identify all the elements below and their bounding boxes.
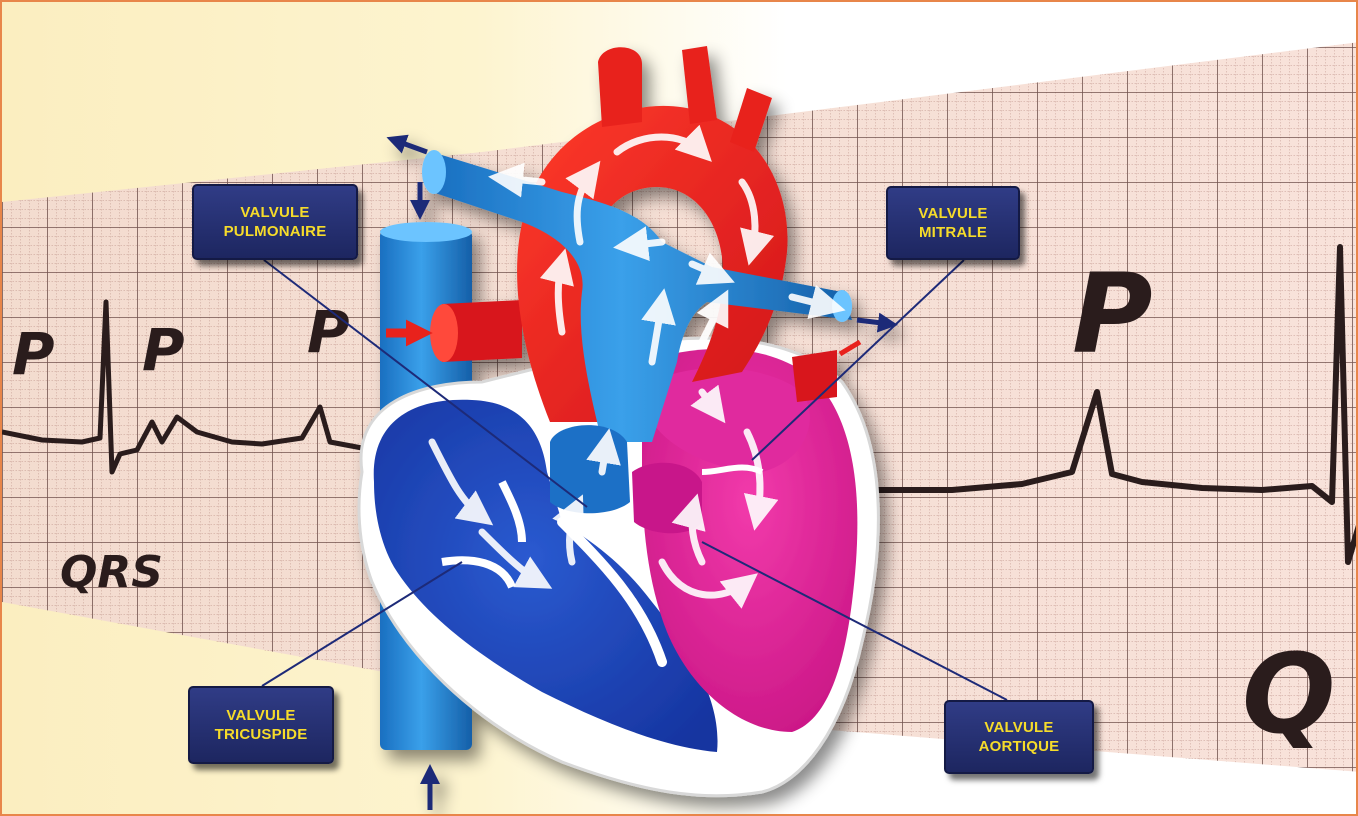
label-pulmonaire-line1: VALVULE — [240, 203, 309, 222]
ecg-p-right: P — [1072, 250, 1153, 378]
ecg-p-1: P — [12, 320, 55, 388]
label-valvule-pulmonaire: VALVULE PULMONAIRE — [192, 184, 358, 260]
ecg-p-2: P — [142, 316, 185, 384]
ecg-q-right: Q — [1242, 630, 1336, 758]
label-tricuspide-line1: VALVULE — [226, 706, 295, 725]
pulmonary-valve-trunk — [550, 425, 630, 513]
label-tricuspide-line2: TRICUSPIDE — [215, 725, 308, 744]
label-pulmonaire-line2: PULMONAIRE — [224, 222, 327, 241]
label-aortique-line1: VALVULE — [984, 718, 1053, 737]
label-valvule-tricuspide: VALVULE TRICUSPIDE — [188, 686, 334, 764]
label-valvule-mitrale: VALVULE MITRALE — [886, 186, 1020, 260]
label-valvule-aortique: VALVULE AORTIQUE — [944, 700, 1094, 774]
label-mitrale-line2: MITRALE — [919, 223, 987, 242]
label-mitrale-line1: VALVULE — [918, 204, 987, 223]
pulmonary-vein-right — [792, 350, 837, 402]
aorta-branch-1 — [598, 47, 642, 127]
ecg-qrs-left: QRS — [60, 547, 163, 598]
label-aortique-line2: AORTIQUE — [979, 737, 1060, 756]
